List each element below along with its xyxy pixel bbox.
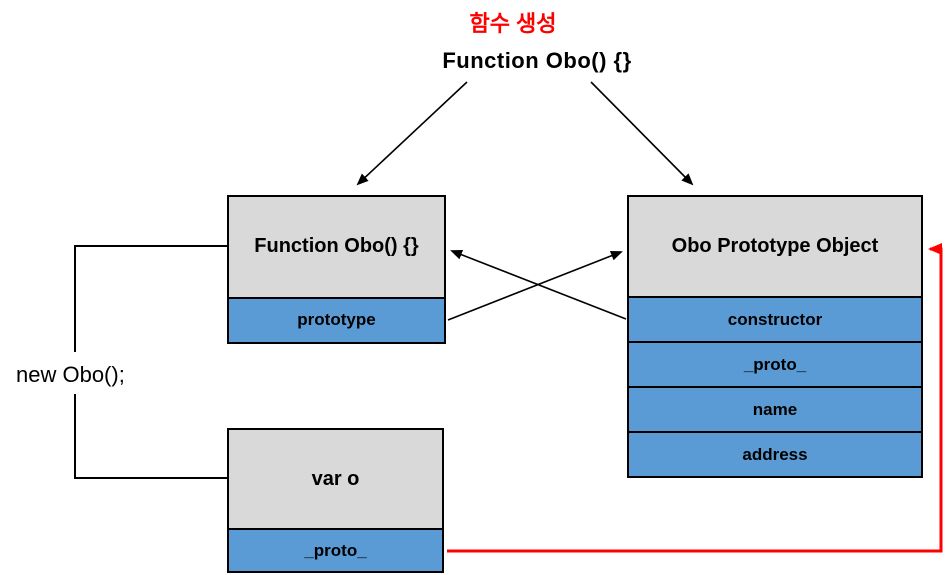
obo-prototype-object-box-title: Obo Prototype Object: [629, 197, 921, 298]
arrow-create-to-function-box: [356, 81, 468, 186]
diagram-title-korean: 함수 생성: [469, 11, 557, 36]
new-obo-label: new Obo();: [16, 362, 125, 387]
connector-new-obo-bottom: [74, 394, 227, 479]
function-obo-box-title: Function Obo() {}: [229, 197, 444, 299]
function-declaration-title: Function Obo() {}: [442, 48, 632, 73]
arrow-prototype-to-object: [447, 251, 623, 321]
obo-prototype-object-box: Obo Prototype Object constructor _proto_…: [627, 195, 923, 478]
prototype-object-row-address: address: [629, 431, 921, 476]
var-o-box-title: var o: [229, 430, 442, 530]
prototype-object-row-proto: _proto_: [629, 341, 921, 386]
arrow-constructor-to-function: [450, 249, 627, 320]
var-o-row-proto: _proto_: [229, 530, 442, 571]
var-o-box: var o _proto_: [227, 428, 444, 573]
connector-new-obo-top: [74, 245, 227, 352]
arrow-create-to-prototype-box: [590, 81, 694, 186]
function-obo-box: Function Obo() {} prototype: [227, 195, 446, 344]
prototype-object-row-name: name: [629, 386, 921, 431]
function-obo-row-prototype: prototype: [229, 298, 444, 342]
prototype-object-row-constructor: constructor: [629, 298, 921, 341]
